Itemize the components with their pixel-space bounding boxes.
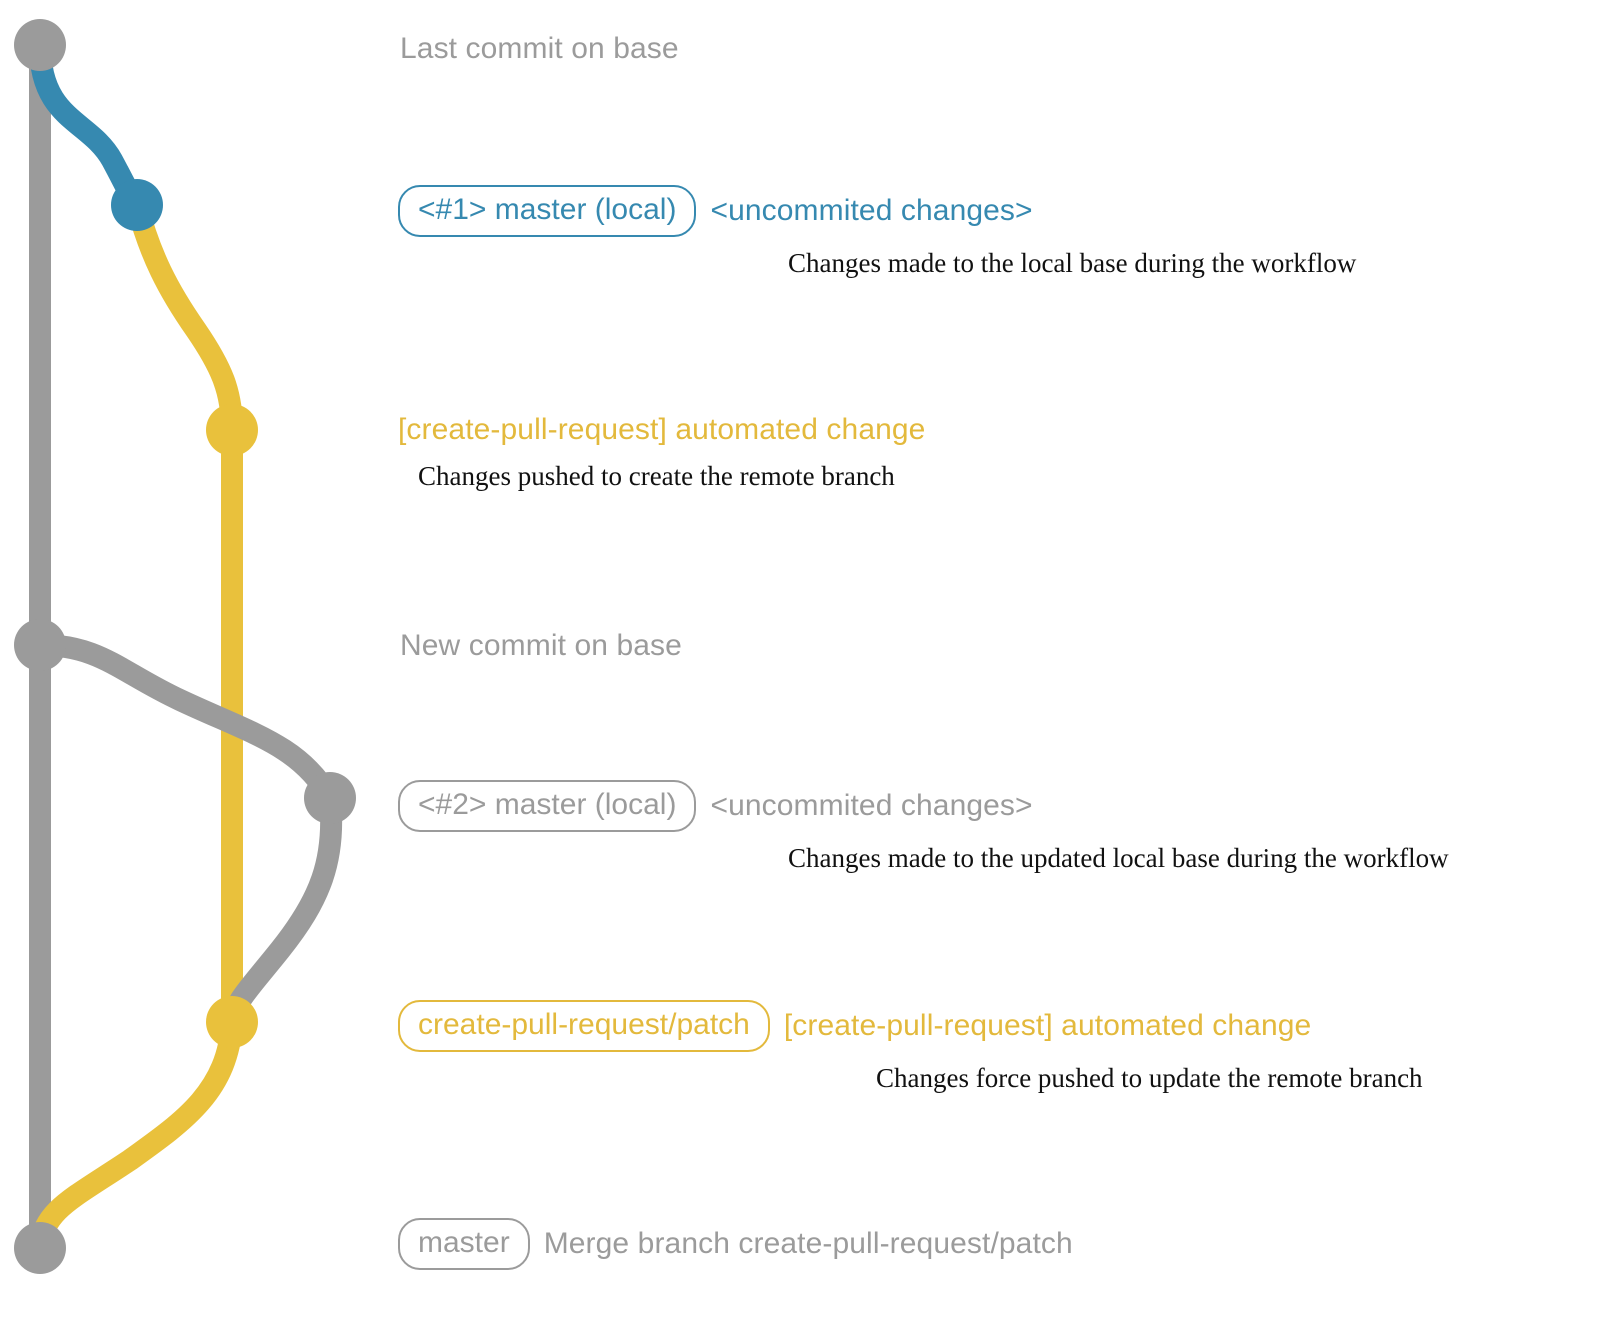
rail-base-rebased-in xyxy=(221,787,343,1033)
rail-local-master-blue xyxy=(29,34,148,216)
commit-dot-automated-change-1 xyxy=(206,404,258,456)
rail-patch-merge-gold xyxy=(29,1011,243,1259)
commit-dot-merge-master xyxy=(14,1222,66,1274)
commit-dot-local-master-1 xyxy=(111,179,163,231)
badge-line: create-pull-request/patch [create-pull-r… xyxy=(398,1000,1423,1052)
ref-badge-create-pull-request-patch[interactable]: create-pull-request/patch xyxy=(398,1000,770,1052)
rail-base-rebased-out xyxy=(29,634,341,809)
ref-badge-master[interactable]: master xyxy=(398,1218,530,1270)
commit-row-automated-change-2: create-pull-request/patch [create-pull-r… xyxy=(398,1000,1423,1094)
commit-row-new-commit-on-base: New commit on base xyxy=(400,628,682,664)
commit-note: Changes force pushed to update the remot… xyxy=(876,1063,1423,1093)
commit-subject: [create-pull-request] automated change xyxy=(398,413,926,446)
commit-dot-last-commit-on-base xyxy=(14,19,66,71)
commit-subject: <uncommited changes> xyxy=(710,789,1033,822)
rail-patch-gold-upper xyxy=(126,194,243,441)
commit-row-local-master-1: <#1> master (local) <uncommited changes>… xyxy=(398,185,1356,279)
commit-row-automated-change-1: [create-pull-request] automated change C… xyxy=(398,412,925,492)
commit-row-merge-master: master Merge branch create-pull-request/… xyxy=(398,1218,1073,1270)
commit-row-local-master-2: <#2> master (local) <uncommited changes>… xyxy=(398,780,1449,874)
commit-row-last-commit-on-base: Last commit on base xyxy=(400,31,679,67)
commit-dot-automated-change-2 xyxy=(206,996,258,1048)
commit-note: Changes made to the local base during th… xyxy=(788,248,1357,278)
commit-note: Changes made to the updated local base d… xyxy=(788,843,1449,873)
commit-subject: Merge branch create-pull-request/patch xyxy=(543,1227,1073,1260)
badge-line: <#2> master (local) <uncommited changes> xyxy=(398,780,1449,832)
commit-subject: [create-pull-request] automated change xyxy=(783,1009,1312,1042)
commit-dots xyxy=(14,19,356,1274)
badge-line: <#1> master (local) <uncommited changes> xyxy=(398,185,1356,237)
commit-subject: <uncommited changes> xyxy=(710,194,1033,227)
commit-subject: New commit on base xyxy=(400,629,682,662)
commit-note: Changes pushed to create the remote bran… xyxy=(418,461,895,491)
commit-dot-local-master-2 xyxy=(304,772,356,824)
ref-badge-master-local-2[interactable]: <#2> master (local) xyxy=(398,780,697,832)
badge-line: master Merge branch create-pull-request/… xyxy=(398,1218,1073,1270)
commit-subject: Last commit on base xyxy=(400,32,679,65)
commit-dot-new-commit-on-base xyxy=(14,619,66,671)
ref-badge-master-local-1[interactable]: <#1> master (local) xyxy=(398,185,697,237)
